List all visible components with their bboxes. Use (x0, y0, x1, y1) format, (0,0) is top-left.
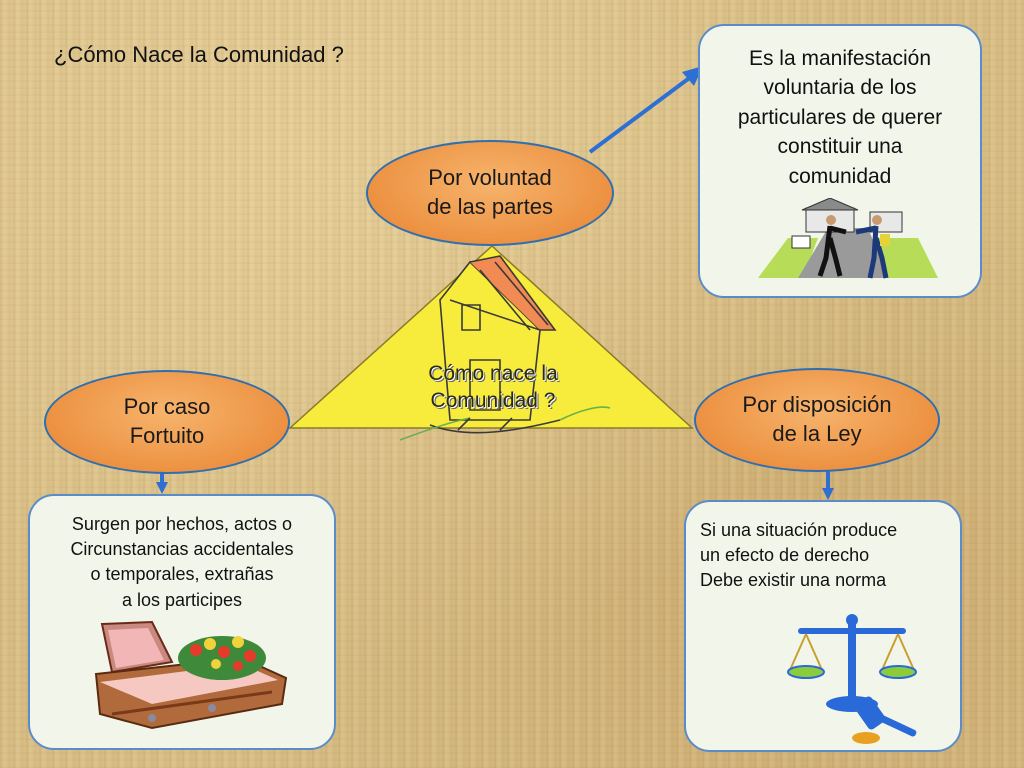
box-voluntad-line-2: voluntaria de los (763, 76, 917, 100)
box-voluntad-text: Es la manifestación voluntaria de los pa… (700, 44, 980, 191)
node-por-voluntad-line-1: Por voluntad (428, 165, 552, 191)
node-por-caso-line-1: Por caso (123, 394, 211, 420)
box-ley-description: Si una situación produce un efecto de de… (684, 500, 962, 752)
box-ley-line-3: Debe existir una norma (700, 570, 887, 591)
box-caso-line-3: o temporales, extrañas (90, 564, 274, 585)
center-label-line-2: Comunidad ? (430, 389, 556, 413)
box-caso-line-4: a los participes (121, 589, 243, 610)
coffin-flowers-icon (94, 620, 288, 730)
box-caso-text: Surgen por hechos, actos o Circunstancia… (30, 512, 334, 613)
box-voluntad-line-1: Es la manifestación (748, 47, 932, 70)
node-por-caso-fortuito: Por caso Fortuito (44, 370, 290, 474)
flower-bouquet-icon (178, 636, 266, 680)
node-por-voluntad: Por voluntad de las partes (366, 140, 614, 246)
node-por-voluntad-line-2: de las partes (427, 194, 553, 219)
center-label: Cómo nace la Comunidad ? (388, 360, 598, 415)
house-sketch-icon (399, 255, 611, 441)
arrow-to-caso-box (156, 472, 168, 494)
box-voluntad-description: Es la manifestación voluntaria de los pa… (698, 24, 982, 298)
center-label-line-1: Cómo nace la (428, 362, 558, 385)
box-caso-line-2: Circunstancias accidentales (70, 539, 294, 560)
node-por-ley-line-1: Por disposición (742, 392, 892, 418)
box-ley-line-2: un efecto de derecho (700, 545, 870, 566)
gavel-icon (852, 696, 917, 744)
box-caso-description: Surgen por hechos, actos o Circunstancia… (28, 494, 336, 750)
arrow-to-ley-box (822, 470, 834, 500)
scales-gavel-icon (787, 614, 917, 744)
page-title: ¿Cómo Nace la Comunidad ? (54, 42, 344, 67)
box-ley-line-1: Si una situación produce (700, 520, 898, 540)
box-caso-line-1: Surgen por hechos, actos o (71, 514, 293, 534)
box-ley-text: Si una situación produce un efecto de de… (700, 518, 960, 594)
handshake-house-icon (758, 198, 938, 279)
box-voluntad-line-4: constituir una (777, 135, 903, 159)
box-voluntad-line-3: particulares de querer (737, 105, 943, 129)
node-por-ley-line-2: de la Ley (772, 421, 862, 446)
box-voluntad-line-5: comunidad (788, 164, 892, 188)
node-por-caso-line-2: Fortuito (129, 423, 205, 448)
scales-icon (787, 614, 917, 712)
node-por-disposicion-ley: Por disposición de la Ley (694, 368, 940, 472)
arrow-to-voluntad-box (588, 66, 703, 154)
